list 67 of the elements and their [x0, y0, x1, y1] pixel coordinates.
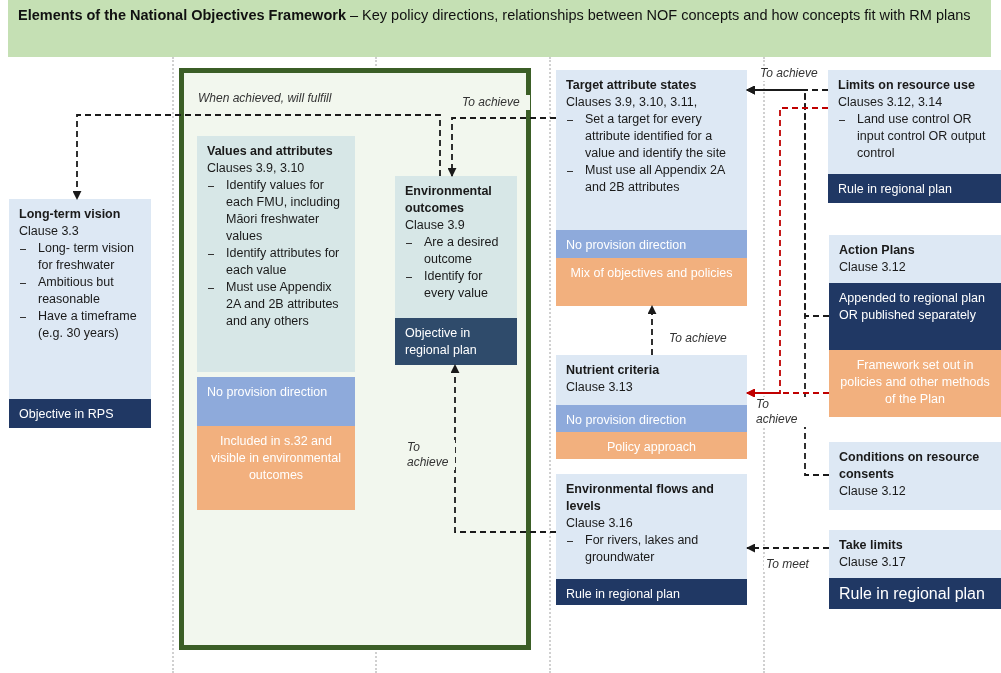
connector-arrow [647, 305, 657, 356]
card-title: Long-term vision [19, 206, 122, 223]
concept-card [9, 199, 151, 399]
concept-card [556, 355, 747, 405]
connector-arrow [746, 388, 830, 398]
bullet-text: Must use Appendix 2A and 2B attributes and any others [226, 279, 340, 330]
connector-arrow [72, 114, 441, 200]
concept-card [828, 70, 1001, 174]
concept-card [829, 235, 1001, 283]
clause-reference: Clauses 3.12, 3.14 [838, 94, 944, 111]
clause-reference: Clause 3.17 [839, 554, 907, 571]
provision-band: No provision direction [197, 377, 355, 426]
approach-band: Framework set out in policies and other methods of the Plan [829, 350, 1001, 417]
bullet-text: Must use all Appendix 2A and 2B attributes [585, 162, 726, 196]
bullet-text: Identify attributes for each value [226, 245, 341, 279]
edge-label: To achieve [754, 397, 806, 427]
bullet-text: Set a target for every attribute identified for a value and identify the site [585, 111, 728, 162]
bullet-text: Have a timeframe (e.g. 30 years) [38, 308, 138, 342]
connector-arrow [746, 543, 830, 553]
provision-band: No provision direction [556, 230, 747, 258]
clause-reference: Clause 3.12 [839, 259, 907, 276]
group-frame [179, 68, 531, 650]
bullet-text: Are a desired outcome [424, 234, 500, 268]
clause-reference: Clause 3.12 [839, 483, 907, 500]
bullet-text: For rivers, lakes and groundwater [585, 532, 700, 566]
plan-band: Objective in regional plan [395, 318, 517, 365]
clause-reference: Clause 3.3 [19, 223, 80, 240]
approach-band: Mix of objectives and policies [556, 258, 747, 306]
bullet-text: Land use control OR input control OR output control [857, 111, 987, 162]
approach-band: Policy approach [556, 432, 747, 459]
card-title: Limits on resource use [838, 77, 976, 94]
bullet-text: Ambitious but reasonable [38, 274, 115, 308]
concept-card [197, 136, 355, 372]
plan-band: Rule in regional plan [556, 579, 747, 605]
card-title: Target attribute states [566, 77, 698, 94]
card-title: Environmental outcomes [405, 183, 493, 217]
connector-arrow [447, 117, 557, 177]
concept-card [829, 530, 1001, 578]
plan-band: Objective in RPS [9, 399, 151, 428]
edge-label: To achieve [460, 95, 530, 110]
plan-band: Rule in regional plan [829, 578, 1001, 609]
card-title: Take limits [839, 537, 904, 554]
card-title: Action Plans [839, 242, 916, 259]
approach-band: Included in s.32 and visible in environmental outcomes [197, 426, 355, 510]
concept-card [556, 70, 747, 230]
concept-card [395, 176, 517, 318]
clause-reference: Clauses 3.9, 3.10, 3.11, [566, 94, 699, 111]
connector-arrow [450, 364, 557, 533]
plan-band: Rule in regional plan [828, 174, 1001, 203]
connector-arrow [746, 85, 830, 476]
plan-band: Appended to regional plan OR published separately [829, 283, 1001, 350]
clause-reference: Clause 3.13 [566, 379, 634, 396]
clause-reference: Clause 3.16 [566, 515, 634, 532]
concept-card [556, 474, 747, 579]
bullet-text: Identify for every value [424, 268, 489, 302]
title-banner: Elements of the National Objectives Framework – Key policy directions, relationships between NOF concepts and how concepts fit with RM plans [8, 0, 991, 57]
concept-card [829, 442, 1001, 510]
card-title: Nutrient criteria [566, 362, 661, 379]
card-title: Conditions on resource consents [839, 449, 981, 483]
edge-label: To achieve [405, 440, 455, 470]
card-title: Environmental flows and levels [566, 481, 715, 515]
card-title: Values and attributes [207, 143, 334, 160]
clause-reference: Clause 3.9 [405, 217, 466, 234]
bullet-text: Long- term vision for freshwater [38, 240, 135, 274]
bullet-text: Identify values for each FMU, including Māori freshwater values [226, 177, 341, 245]
provision-band: No provision direction [556, 405, 747, 432]
clause-reference: Clauses 3.9, 3.10 [207, 160, 306, 177]
